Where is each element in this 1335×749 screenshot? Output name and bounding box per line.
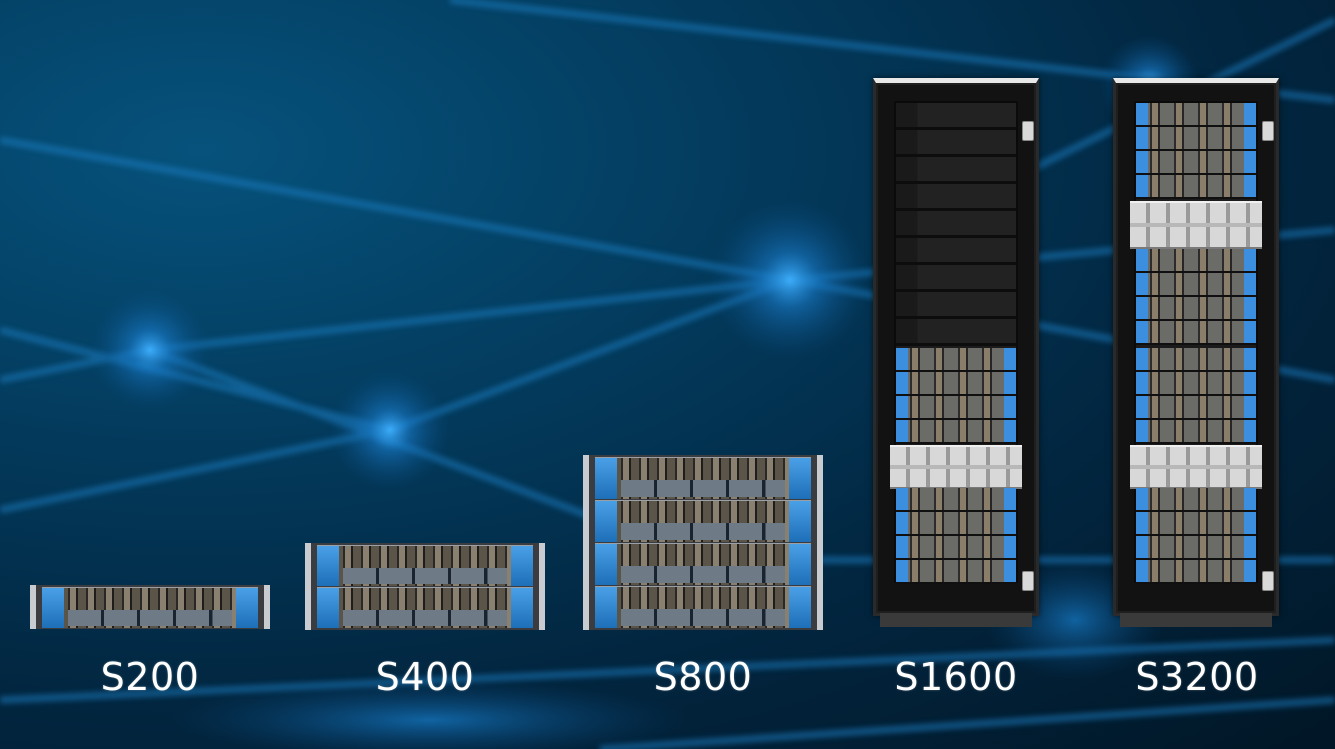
server-node: [1136, 512, 1256, 536]
server-node: [1136, 103, 1256, 127]
server-chassis-s400: [305, 543, 545, 630]
server-node: [1136, 151, 1256, 175]
door-handle-icon: [1262, 571, 1274, 591]
blank-panel: [896, 103, 1016, 130]
server-node: [1136, 560, 1256, 584]
product-s200: [30, 585, 270, 629]
blank-panel: [896, 292, 1016, 319]
network-switch: [1130, 201, 1262, 249]
blank-panel: [896, 211, 1016, 238]
server-node: [896, 372, 1016, 396]
blank-panel: [896, 319, 1016, 346]
server-node: [896, 420, 1016, 444]
blank-panel: [896, 238, 1016, 265]
server-node: [317, 545, 533, 586]
server-node: [595, 543, 811, 585]
product-s400: [305, 543, 545, 630]
server-rack-s3200: [1113, 78, 1279, 627]
server-node: [1136, 420, 1256, 444]
server-node: [317, 587, 533, 628]
server-node: [1136, 297, 1256, 321]
server-node: [1136, 249, 1256, 273]
server-node: [1136, 273, 1256, 297]
server-node: [42, 587, 258, 628]
product-s3200: [1113, 78, 1279, 627]
blank-panel: [896, 157, 1016, 184]
server-node: [1136, 127, 1256, 151]
server-chassis-s800: [583, 455, 823, 630]
server-node: [1136, 536, 1256, 560]
server-node: [896, 536, 1016, 560]
server-chassis-s200: [30, 585, 270, 629]
product-label-s800: S800: [653, 655, 753, 699]
blank-panel: [896, 184, 1016, 211]
server-node: [1136, 372, 1256, 396]
server-node: [1136, 175, 1256, 199]
server-node: [896, 396, 1016, 420]
product-label-s3200: S3200: [1135, 655, 1259, 699]
network-switch: [890, 445, 1022, 489]
server-rack-s1600: [873, 78, 1039, 627]
product-s800: [583, 455, 823, 630]
server-node: [595, 586, 811, 628]
product-s1600: [873, 78, 1039, 627]
blank-panel: [896, 130, 1016, 157]
server-node: [595, 500, 811, 542]
server-node: [896, 512, 1016, 536]
door-handle-icon: [1262, 121, 1274, 141]
server-node: [1136, 488, 1256, 512]
server-node: [595, 457, 811, 499]
network-switch: [1130, 445, 1262, 489]
server-node: [896, 488, 1016, 512]
server-node: [896, 560, 1016, 584]
product-label-s400: S400: [375, 655, 475, 699]
product-label-s1600: S1600: [894, 655, 1018, 699]
product-label-s200: S200: [100, 655, 200, 699]
server-node: [1136, 348, 1256, 372]
server-node: [1136, 396, 1256, 420]
blank-panel: [896, 265, 1016, 292]
door-handle-icon: [1022, 571, 1034, 591]
server-node: [896, 348, 1016, 372]
door-handle-icon: [1022, 121, 1034, 141]
server-node: [1136, 321, 1256, 345]
